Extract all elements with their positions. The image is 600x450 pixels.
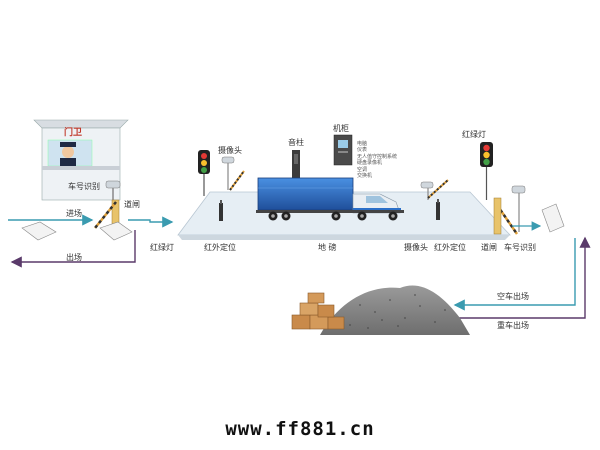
sensor-plate-left-1 [21, 221, 57, 241]
exit-arrow [10, 230, 136, 268]
entry-to-bridge-arrow [128, 216, 174, 228]
infrared-post-left [219, 200, 223, 221]
sound-column [292, 150, 300, 186]
loaded-exit-label: 重车出场 [497, 321, 529, 330]
cabinet [333, 134, 353, 166]
camera-right [420, 179, 449, 200]
infrared-post-right [436, 199, 440, 220]
cabinet-item: 交换机 [357, 173, 373, 180]
sensor-plate-left-2 [99, 221, 133, 241]
entry-label: 进场 [66, 209, 82, 218]
cabinet-item: 空调 [357, 166, 368, 173]
stockpile [320, 285, 470, 335]
weighbridge-label: 地 磅 [318, 243, 337, 252]
cabinet-item: 电脑 [357, 141, 368, 147]
traffic-light-left [198, 150, 210, 196]
sensor-plate-right [541, 203, 565, 233]
guard-booth-label: 门卫 [64, 128, 83, 138]
barrier-right-label: 道闸 [481, 243, 497, 252]
stacked-boxes [291, 292, 345, 330]
camera-top [221, 156, 245, 191]
infrared-right-label: 红外定位 [434, 243, 466, 252]
sound-column-label: 音柱 [288, 138, 304, 147]
plate-recognition-left-label: 车号识别 [68, 182, 100, 191]
truck [256, 177, 404, 221]
cabinet-label: 机柜 [333, 124, 349, 133]
cabinet-item: 无人值守控制系统 [357, 153, 398, 160]
traffic-light-top-right-label: 红绿灯 [462, 130, 486, 139]
empty-exit-arrow [453, 238, 576, 311]
cabinet-items: 电脑 仪表 无人值守控制系统 硬盘录像机 空调 交换机 [357, 141, 397, 179]
plate-recognition-right-label: 车号识别 [504, 243, 536, 252]
camera-top-label: 摄像头 [218, 146, 242, 155]
traffic-light-right [480, 142, 493, 200]
exit-label: 出场 [66, 253, 82, 262]
barrier-left-label: 道闸 [124, 200, 140, 209]
empty-exit-label: 空车出场 [497, 292, 529, 301]
infrared-left-label: 红外定位 [204, 243, 236, 252]
loaded-exit-arrow [458, 236, 591, 319]
traffic-light-left-label: 红绿灯 [150, 243, 174, 252]
cabinet-item: 仪表 [357, 147, 368, 154]
plate-camera-right [511, 185, 526, 232]
cabinet-item: 硬盘录像机 [357, 160, 383, 167]
site-url: www.ff881.cn [225, 418, 375, 440]
camera-right-label: 摄像头 [404, 243, 428, 252]
barrier-right [493, 197, 519, 235]
